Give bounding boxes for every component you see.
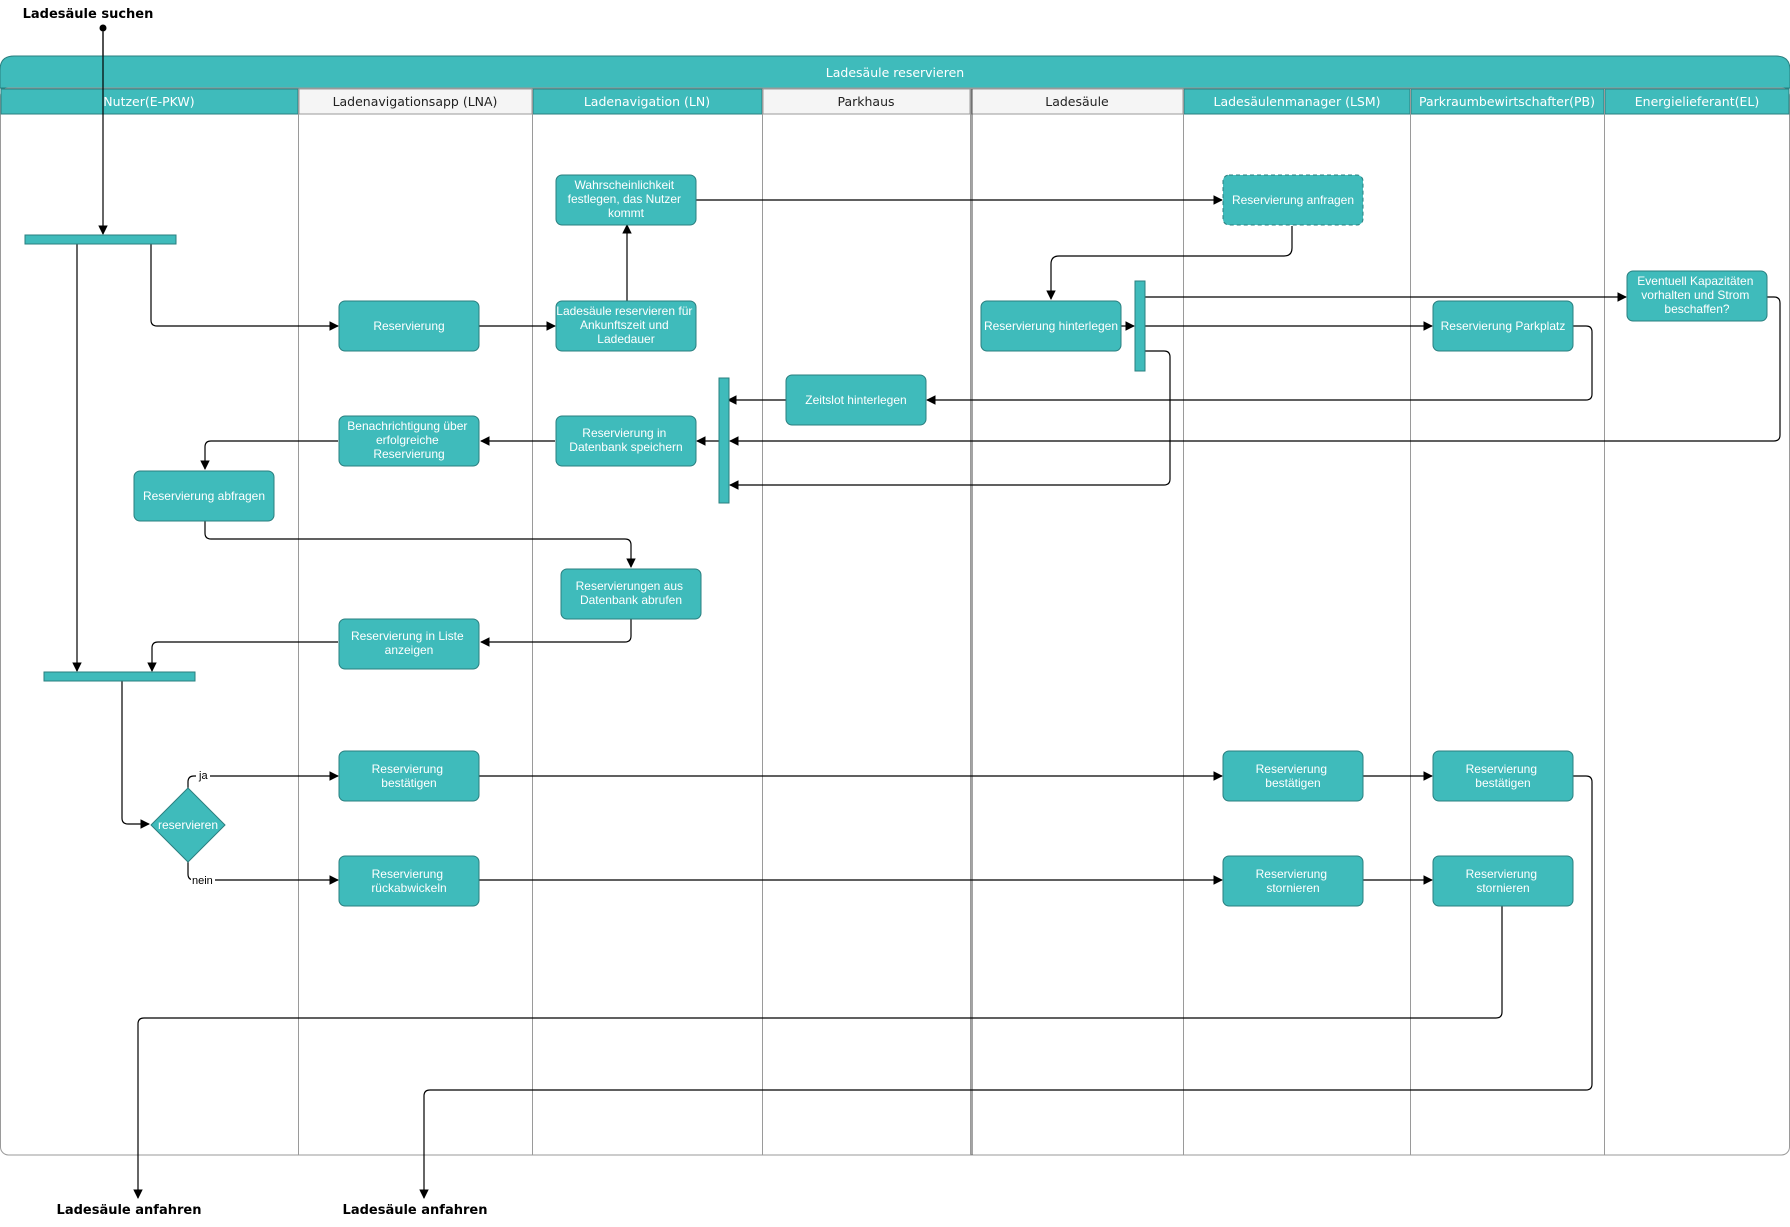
svg-text:Ladesäule reservieren für: Ladesäule reservieren für Ankunftszeit u… xyxy=(556,304,695,346)
node-benachrichtigung[interactable]: Benachrichtigung über erfolgreiche Reser… xyxy=(338,415,480,467)
lane-ln: Ladenavigation (LN) xyxy=(532,88,763,1155)
edge-parkplatz-zeitslot xyxy=(926,325,1593,405)
edge-stornieren-end1 xyxy=(133,906,1503,1199)
lane-nutzer: Nutzer(E-PKW) xyxy=(0,88,299,115)
svg-text:Reservierung bestätigen: Reservierung bestätigen xyxy=(372,762,447,790)
node-stornieren-pb[interactable]: Reservierung stornieren xyxy=(1432,855,1574,907)
svg-text:Reservierung stornieren: Reservierung stornieren xyxy=(1256,867,1331,895)
svg-text:Reservierungen aus Daten: Reservierungen aus Datenbank abrufen xyxy=(576,579,687,607)
svg-text:Reservierung rückabwicke: Reservierung rückabwickeln xyxy=(371,867,446,895)
lane-header-label: Parkhaus xyxy=(837,94,894,109)
node-decision-reservieren[interactable]: reservieren xyxy=(150,787,226,863)
node-reservierung-hinterlegen[interactable]: Reservierung hinterlegen xyxy=(980,300,1122,352)
end-label-1: Ladesäule anfahren xyxy=(57,1203,202,1218)
node-eventuell-kapazitaeten[interactable]: Eventuell Kapazitäten vorhalten und Stro… xyxy=(1626,270,1768,322)
node-bestaetigen-pb[interactable]: Reservierung bestätigen xyxy=(1432,750,1574,802)
lane-header-label: Ladenavigationsapp (LNA) xyxy=(333,94,498,109)
svg-text:Reservierung hinterlegen: Reservierung hinterlegen xyxy=(984,319,1118,333)
edge-decision-ja xyxy=(187,771,339,788)
svg-text:Benachrichtigung über er: Benachrichtigung über erfolgreiche Reser… xyxy=(347,419,470,461)
node-datenbank-speichern[interactable]: Reservierung in Datenbank speichern xyxy=(555,415,697,467)
edge-abrufen-liste xyxy=(480,619,632,647)
svg-text:Reservierung bestätigen: Reservierung bestätigen xyxy=(1256,762,1331,790)
node-reservierungen-abrufen[interactable]: Reservierungen aus Datenbank abrufen xyxy=(560,568,702,620)
fork-bar-1 xyxy=(24,234,177,245)
svg-text:Eventuell Kapazitäten vo: Eventuell Kapazitäten vorhalten und Stro… xyxy=(1637,274,1756,316)
edge-fork2-join2 xyxy=(729,350,1171,490)
end-label-2: Ladesäule anfahren xyxy=(343,1203,488,1218)
lane-ladesaeule: Ladesäule xyxy=(970,88,1184,1155)
lane-lsm: Ladesäulenmanager (LSM) xyxy=(1183,88,1411,1155)
svg-text:Reservierung in Datenban: Reservierung in Datenbank speichern xyxy=(569,426,682,454)
join-bar-2 xyxy=(718,377,730,504)
node-rueckabwickeln[interactable]: Reservierung rückabwickeln xyxy=(338,855,480,907)
svg-text:Reservierung stornieren: Reservierung stornieren xyxy=(1466,867,1541,895)
lane-parkhaus: Parkhaus xyxy=(762,88,971,1155)
svg-text:Reservierung in Liste an: Reservierung in Liste anzeigen xyxy=(351,629,467,657)
lane-header-label: Parkraumbewirtschafter(PB) xyxy=(1419,94,1595,109)
node-reservierung-abfragen[interactable]: Reservierung abfragen xyxy=(133,470,275,522)
lane-header-label: Nutzer(E-PKW) xyxy=(103,94,194,109)
svg-text:Reservierung: Reservierung xyxy=(373,319,444,333)
node-reservierung-lna[interactable]: Reservierung xyxy=(338,300,480,352)
node-reservierung-parkplatz[interactable]: Reservierung Parkplatz xyxy=(1432,300,1574,352)
lane-el: Energielieferant(EL) xyxy=(1604,88,1790,1155)
edge-benachrichtigung-abfragen xyxy=(200,440,338,470)
lane-pb: Parkraumbewirtschafter(PB) xyxy=(1410,88,1605,1155)
lane-header-label: Ladesäule xyxy=(1045,94,1109,109)
edge-abfragen-abrufen xyxy=(204,521,636,568)
lane-header-label: Ladesäulenmanager (LSM) xyxy=(1213,94,1380,109)
edge-label-ja: ja xyxy=(198,770,208,782)
edge-label-nein: nein xyxy=(192,875,213,887)
node-zeitslot-hinterlegen[interactable]: Zeitslot hinterlegen xyxy=(785,374,927,426)
start-label: Ladesäule suchen xyxy=(23,7,154,22)
fork-bar-2 xyxy=(1134,280,1146,372)
svg-text:Zeitslot hinterlegen: Zeitslot hinterlegen xyxy=(805,393,906,407)
node-ladesaeule-reservieren[interactable]: Ladesäule reservieren für Ankunftszeit u… xyxy=(555,300,697,352)
lane-header-label: Energielieferant(EL) xyxy=(1635,94,1760,109)
node-reservierung-anfragen[interactable]: Reservierung anfragen xyxy=(1222,174,1364,226)
node-wahrscheinlichkeit[interactable]: Wahrscheinlichkeit festlegen, das Nutzer… xyxy=(555,174,697,226)
svg-text:Reservierung anfragen: Reservierung anfragen xyxy=(1232,193,1354,207)
edge-join-decision xyxy=(121,681,150,829)
edge-eventuell-join2 xyxy=(729,296,1781,446)
pool-title: Ladesäule reservieren xyxy=(826,65,964,80)
node-stornieren-lsm[interactable]: Reservierung stornieren xyxy=(1222,855,1364,907)
svg-text:Reservierung Parkplatz: Reservierung Parkplatz xyxy=(1441,319,1566,333)
edge-bestaetigen-end2 xyxy=(419,775,1593,1199)
svg-text:Wahrscheinlichkeit festl: Wahrscheinlichkeit festlegen, das Nutzer… xyxy=(568,178,685,220)
lane-header-label: Ladenavigation (LN) xyxy=(584,94,710,109)
join-bar-1 xyxy=(43,671,196,682)
edges xyxy=(72,32,1781,1199)
edge-anfragen-hinterlegen xyxy=(1046,226,1293,300)
svg-text:reservieren: reservieren xyxy=(158,818,218,832)
edge-liste-join xyxy=(147,641,338,672)
node-liste-anzeigen[interactable]: Reservierung in Liste anzeigen xyxy=(338,618,480,670)
svg-text:Reservierung abfragen: Reservierung abfragen xyxy=(143,489,265,503)
svg-text:Reservierung bestätigen: Reservierung bestätigen xyxy=(1466,762,1541,790)
pool: Ladesäule reservieren xyxy=(0,55,1790,1156)
lane-lna: Ladenavigationsapp (LNA) xyxy=(298,88,533,1155)
node-bestaetigen-lna[interactable]: Reservierung bestätigen xyxy=(338,750,480,802)
pool-body xyxy=(0,87,1790,1156)
node-bestaetigen-lsm[interactable]: Reservierung bestätigen xyxy=(1222,750,1364,802)
edge-fork1-reservierung xyxy=(150,244,339,331)
